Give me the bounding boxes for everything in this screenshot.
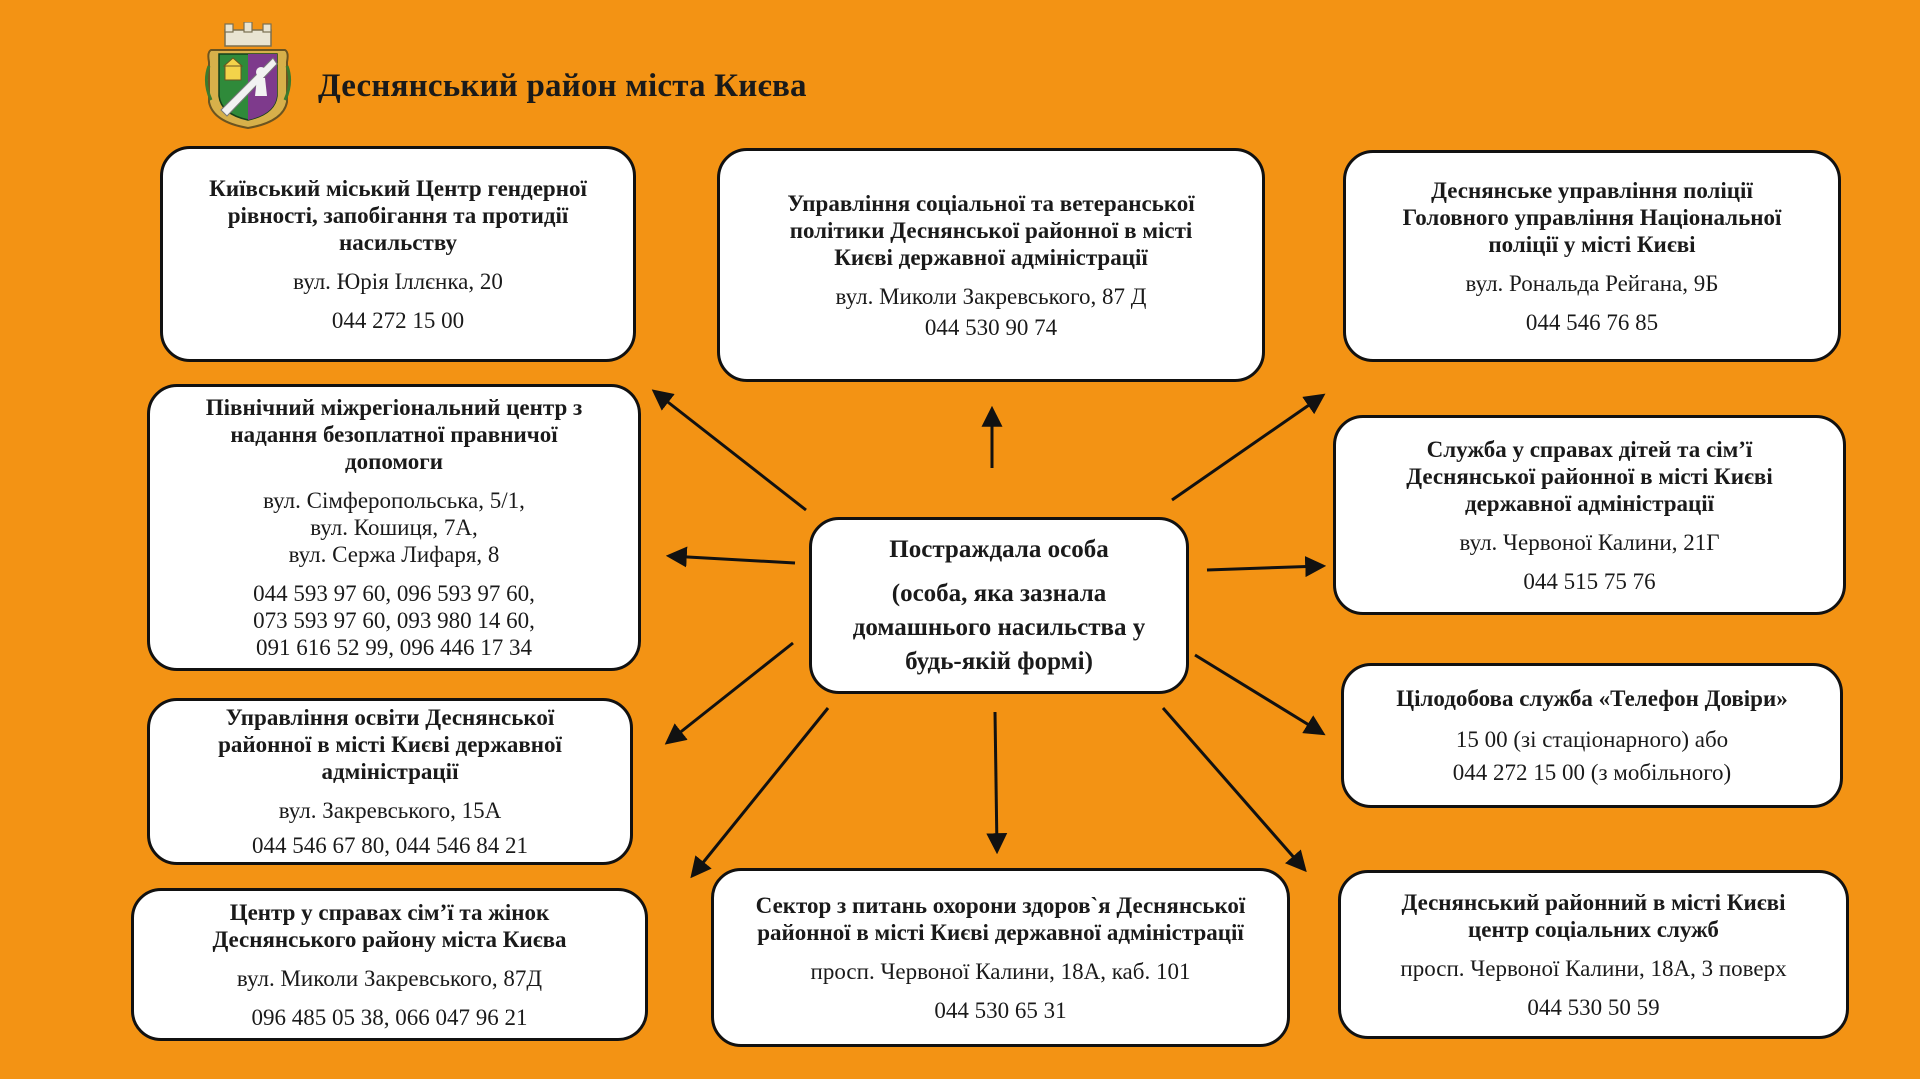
service-box-family-center: Центр у справах сім’ї та жінок Деснянськ… [131,888,648,1041]
arrow-to-education [664,641,794,745]
service-box-hotline: Цілодобова служба «Телефон Довіри» 15 00… [1341,663,1843,808]
service-address: 15 00 (зі стаціонарного) або [1455,727,1729,752]
service-title: Цілодобова служба «Телефон Довіри» [1396,686,1788,711]
service-phone: 044 530 50 59 [1527,994,1660,1020]
service-address: просп. Червоної Калини, 18А, 3 поверх [1400,955,1787,981]
service-box-social-services: Деснянський районний в місті Києві центр… [1338,870,1849,1039]
service-address: вул. Закревського, 15А [278,798,502,823]
service-title: Служба у справах дітей та сім’ї Деснянсь… [1406,436,1773,516]
service-address: вул. Сімферопольська, 5/1, вул. Кошиця, … [263,488,525,567]
arrow-to-police [1171,393,1326,502]
service-phone: 044 593 97 60, 096 593 97 60, 073 593 97… [253,581,535,660]
service-address: вул. Миколи Закревського, 87 Д [835,283,1147,309]
service-phone: 044 530 90 74 [924,314,1058,340]
victim-title: Постраждала особа [889,535,1109,563]
service-phone: 044 515 75 76 [1523,568,1656,594]
service-phone: 044 530 65 31 [934,997,1067,1023]
service-title: Північний міжрегіональний центр з наданн… [205,395,583,474]
service-box-gender-center: Київський міський Центр гендерної рівнос… [160,146,636,362]
service-phone: 044 272 15 00 (з мобільного) [1452,760,1732,785]
service-box-education: Управління освіти Деснянської районної в… [147,698,633,865]
service-box-health-sector: Сектор з питань охорони здоров`я Деснянс… [711,868,1290,1047]
arrow-to-family-center [690,707,830,879]
arrow-to-legal-aid [665,546,796,568]
service-box-social-policy: Управління соціальної та ветеранської по… [717,148,1265,382]
service-title: Деснянський районний в місті Києві центр… [1401,889,1786,942]
arrow-to-social-services [1161,707,1307,873]
service-title: Управління соціальної та ветеранської по… [787,190,1195,270]
service-title: Центр у справах сім’ї та жінок Деснянськ… [212,899,567,952]
arrow-to-gender-center [651,389,807,512]
service-address: вул. Червоної Калини, 21Г [1459,529,1720,555]
coat-of-arms-icon [204,22,292,130]
arrow-to-hotline [1194,653,1326,736]
service-phone: 044 546 76 85 [1525,309,1659,335]
service-title: Деснянське управління поліції Головного … [1402,177,1782,257]
arrow-to-children-service [1206,556,1327,578]
service-title: Управління освіти Деснянської районної в… [218,705,562,784]
arrow-to-health-sector [986,711,1008,855]
victim-center-node: Постраждала особа (особа, яка зазнала до… [809,517,1189,694]
service-title: Київський міський Центр гендерної рівнос… [209,175,587,255]
service-phone: 044 546 67 80, 044 546 84 21 [252,833,528,858]
service-title: Сектор з питань охорони здоров`я Деснянс… [755,892,1246,945]
page-title: Деснянський район міста Києва [318,68,807,104]
service-phone: 044 272 15 00 [331,307,465,333]
service-address: просп. Червоної Калини, 18А, каб. 101 [810,958,1191,984]
service-box-children-service: Служба у справах дітей та сім’ї Деснянсь… [1333,415,1846,615]
service-address: вул. Юрія Іллєнка, 20 [293,268,503,294]
service-phone: 096 485 05 38, 066 047 96 21 [251,1004,528,1030]
service-box-legal-aid: Північний міжрегіональний центр з наданн… [147,384,641,671]
service-box-police: Деснянське управління поліції Головного … [1343,150,1841,362]
service-address: вул. Миколи Закревського, 87Д [236,965,543,991]
service-address: вул. Рональда Рейгана, 9Б [1465,270,1719,296]
victim-subtitle: (особа, яка зазнала домашнього насильств… [852,579,1146,675]
